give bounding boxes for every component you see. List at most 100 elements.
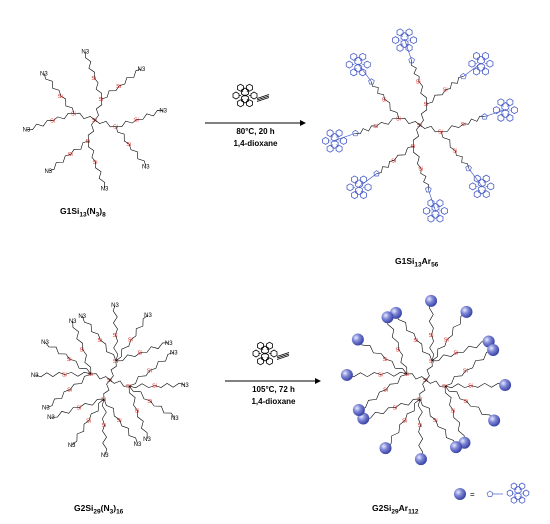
reaction-arrow-1 (205, 120, 306, 126)
silicon-atom: Si (126, 384, 131, 390)
silicon-atom: Si (438, 130, 443, 136)
label-g2-product: G2Si29Ar112 (372, 503, 419, 516)
silicon-atom: Si (113, 333, 118, 339)
silicon-atom: Si (147, 399, 152, 405)
alkyl-chain (404, 398, 421, 421)
silicon-atom: Si (86, 418, 91, 424)
alkyl-chain (431, 352, 457, 362)
benzene-ring (482, 190, 490, 199)
alkyl-chain (395, 398, 421, 408)
aryl-sphere (499, 379, 512, 392)
benzene-ring (351, 175, 359, 184)
alkyl-chain (431, 339, 448, 362)
benzene-ring (492, 106, 500, 115)
alkyl-chain (26, 120, 54, 131)
alkyl-chain (149, 352, 174, 371)
silicon-atom: Si (88, 372, 93, 378)
azide-group: N3 (181, 383, 189, 389)
alkyl-chain (84, 51, 95, 79)
alkyl-chain (417, 399, 423, 426)
legend-triazole-aryl-icon (486, 482, 530, 504)
aryl-sphere (425, 294, 438, 307)
benzene-ring (335, 129, 343, 138)
silicon-atom: Si (152, 384, 157, 390)
alkyl-chain (380, 371, 407, 377)
alkyl-chain (95, 161, 106, 189)
silicon-atom: Si (417, 423, 422, 429)
alkyl-chain (73, 112, 96, 121)
alkyne-bond (256, 97, 270, 102)
benzene-ring (241, 87, 249, 97)
benzene-ring (340, 136, 348, 145)
silicon-atom: Si (463, 399, 468, 405)
benzene-ring (237, 83, 244, 92)
benzene-ring (266, 341, 273, 350)
alkyl-chain (444, 385, 454, 411)
label-g2-reactant: G2Si29(N3)16 (74, 503, 124, 516)
benzene-ring (506, 113, 514, 122)
silicon-atom: Si (418, 167, 423, 173)
benzene-ring (427, 199, 435, 208)
alkyl-chain (137, 410, 148, 439)
azide-group: N3 (81, 50, 89, 56)
triazole-ring (460, 72, 467, 80)
alkyl-chain (412, 124, 421, 147)
benzene-ring (246, 99, 253, 108)
alkyl-chain (51, 407, 80, 418)
alkyl-chain (413, 146, 422, 169)
reaction-arrow-2 (225, 378, 321, 384)
azide-group: N3 (165, 341, 173, 347)
aryl-sphere (454, 488, 466, 500)
benzene-ring (396, 28, 404, 37)
alkyl-chain (419, 379, 427, 400)
alkyl-chain (94, 78, 102, 100)
azide-group: N3 (171, 416, 179, 422)
alkyl-chain (440, 131, 456, 151)
benzene-ring (360, 175, 368, 184)
alkyl-chain (371, 81, 385, 100)
benzene-ring (436, 199, 444, 208)
benzene-ring (472, 51, 480, 60)
alkyl-chain (69, 373, 92, 390)
alkyl-chain (150, 400, 176, 419)
alkyl-chain (94, 98, 103, 121)
alkyl-chain (445, 383, 472, 389)
benzene-ring (472, 67, 480, 76)
silicon-atom: Si (410, 144, 415, 150)
triazole-ring (352, 129, 359, 137)
alkyl-chain (82, 316, 101, 341)
benzene-ring (501, 109, 510, 119)
benzene-ring (431, 202, 440, 212)
alkyl-chain (441, 123, 464, 132)
alkyl-chain (128, 385, 138, 411)
benzene-ring (350, 52, 358, 61)
benzene-ring (252, 349, 260, 358)
benzene-ring (330, 132, 339, 142)
alkyl-chain (419, 124, 442, 133)
silicon-atom: Si (450, 409, 455, 415)
silicon-atom: Si (76, 405, 81, 411)
benzene-ring (335, 144, 343, 153)
alkyl-chain (119, 68, 142, 87)
alkyl-chain (88, 140, 96, 162)
alkyl-chain (34, 372, 65, 378)
benzene-ring (427, 214, 435, 223)
alkyl-chain (426, 89, 446, 105)
silicon-atom: Si (454, 351, 459, 357)
conditions-2: 105°C, 72 h 1,4-dioxane (226, 385, 321, 406)
benzene-ring (355, 179, 363, 189)
silicon-atom: Si (396, 347, 401, 353)
azide-group: N3 (78, 314, 86, 320)
alkyl-chain (103, 398, 120, 421)
azide-group: N3 (144, 313, 152, 319)
benzene-ring (396, 43, 404, 52)
silicon-atom: Si (392, 405, 397, 411)
alkyl-chain (100, 339, 117, 362)
g2-sphere-dendrimer: SiSiSiSiSiSiSiSiSiSiSiSiSiSiSiSiSiSiSiSi… (340, 294, 512, 466)
label-g1-product: G1Si13Ar56 (395, 256, 439, 269)
alkyl-chain (101, 85, 120, 100)
alkyl-chain (46, 389, 71, 408)
legend-sphere-icon (454, 488, 466, 500)
